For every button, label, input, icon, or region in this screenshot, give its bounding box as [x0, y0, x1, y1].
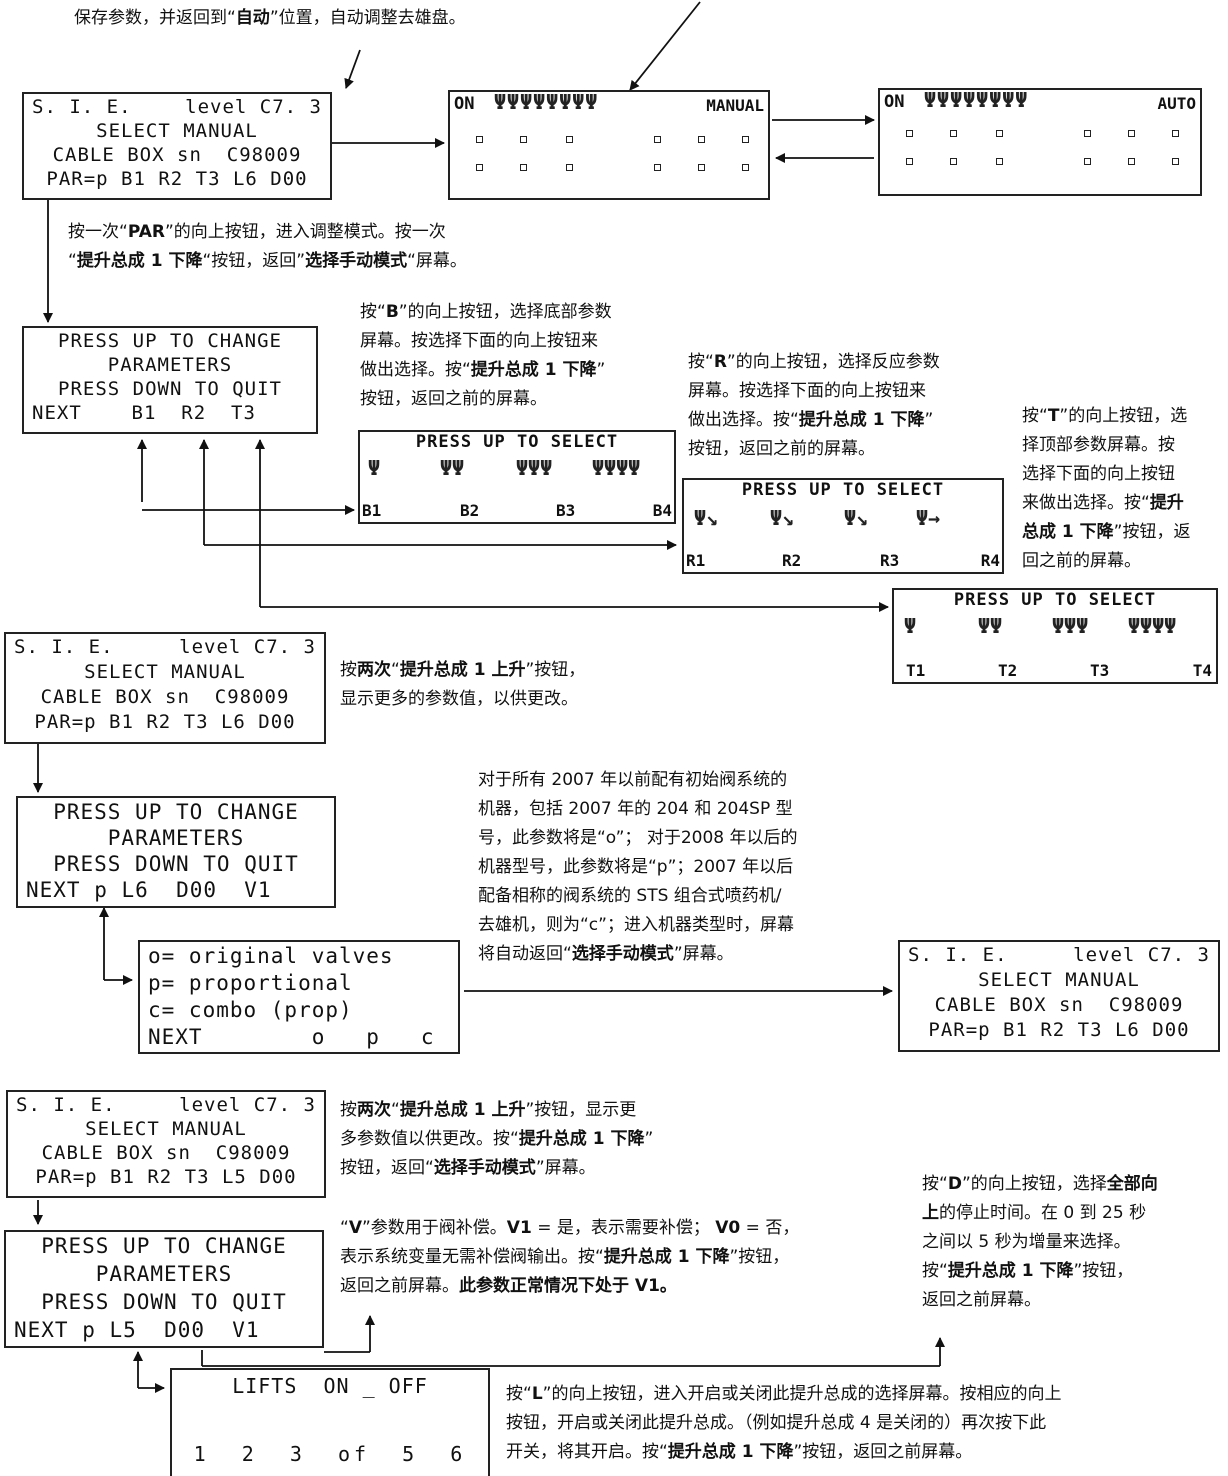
corn-icons: ΨΨΨΨΨΨΨΨ: [924, 88, 1029, 112]
select-r-screen: PRESS UP TO SELECT Ψ↘ Ψ↘ Ψ↘ Ψ→ R1 R2 R3 …: [682, 478, 1004, 574]
corn-t4-icon: ΨΨΨΨ: [1128, 614, 1177, 638]
corn-b2-icon: ΨΨ: [440, 456, 465, 480]
corn-b3-icon: ΨΨΨ: [516, 456, 553, 480]
lcd-valve-options: o= original valves p= proportional c= co…: [138, 940, 460, 1054]
note-r: 按“R”的向上按钮，选择反应参数 屏幕。按选择下面的向上按钮来 做出选择。按“提…: [688, 352, 940, 459]
lcd-select-manual-1: S. I. E.level C7. 3 SELECT MANUAL CABLE …: [22, 92, 332, 200]
lcd-select-manual-3: S. I. E.level C7. 3 SELECT MANUAL CABLE …: [898, 940, 1220, 1052]
label-b1: B1: [362, 501, 382, 520]
label-t3: T3: [1090, 661, 1110, 680]
label-r1: R1: [686, 551, 706, 570]
corn-t2-icon: ΨΨ: [978, 614, 1003, 638]
label-r2: R2: [782, 551, 802, 570]
label-b4: B4: [652, 501, 672, 520]
on-label: ON: [454, 94, 475, 114]
auto-label: AUTO: [1157, 94, 1196, 113]
select-t-screen: PRESS UP TO SELECT Ψ ΨΨ ΨΨΨ ΨΨΨΨ T1 T2 T…: [892, 588, 1218, 684]
note-d: 按“D”的向上按钮，选择全部向 上的停止时间。在 0 到 25 秒 之间以 5 …: [922, 1174, 1158, 1310]
note-twice-1: 按两次“提升总成 1 上升”按钮， 显示更多的参数值，以供更改。: [340, 660, 586, 709]
note-b: 按“B”的向上按钮，选择底部参数 屏幕。按选择下面的向上按钮来 做出选择。按“提…: [360, 302, 612, 409]
label-t2: T2: [998, 661, 1018, 680]
lcd-press-up-1: PRESS UP TO CHANGE PARAMETERS PRESS DOWN…: [22, 326, 318, 434]
corn-t1-icon: Ψ: [904, 614, 917, 638]
lcd-press-up-2: PRESS UP TO CHANGE PARAMETERS PRESS DOWN…: [16, 796, 336, 908]
corn-t3-icon: ΨΨΨ: [1052, 614, 1089, 638]
corn-r4-icon: Ψ→: [916, 506, 941, 530]
corn-r1-icon: Ψ↘: [694, 506, 719, 530]
label-b3: B3: [556, 501, 576, 520]
label-t1: T1: [906, 661, 926, 680]
corn-icons: ΨΨΨΨΨΨΨΨ: [494, 90, 599, 114]
corn-b4-icon: ΨΨΨΨ: [592, 456, 641, 480]
note-valve-type: 对于所有 2007 年以前配有初始阀系统的 机器，包括 2007 年的 204 …: [478, 770, 798, 964]
lcd-select-manual-4: S. I. E.level C7. 3 SELECT MANUAL CABLE …: [6, 1090, 326, 1198]
lift-status-auto-display: ON ΨΨΨΨΨΨΨΨ AUTO: [878, 88, 1202, 196]
note-l: 按“L”的向上按钮，进入开启或关闭此提升总成的选择屏幕。按相应的向上 按钮，开启…: [506, 1384, 1062, 1462]
lcd-press-up-3: PRESS UP TO CHANGE PARAMETERS PRESS DOWN…: [4, 1230, 324, 1348]
label-r4: R4: [980, 551, 1000, 570]
label-t4: T4: [1192, 661, 1212, 680]
note-twice-2: 按两次“提升总成 1 上升”按钮，显示更 多参数值以供更改。按“提升总成 1 下…: [340, 1100, 654, 1178]
corn-r2-icon: Ψ↘: [770, 506, 795, 530]
lcd-select-manual-2: S. I. E.level C7. 3 SELECT MANUAL CABLE …: [4, 632, 326, 744]
select-b-screen: PRESS UP TO SELECT Ψ ΨΨ ΨΨΨ ΨΨΨΨ B1 B2 B…: [358, 430, 676, 524]
manual-label: MANUAL: [706, 96, 764, 115]
label-r3: R3: [880, 551, 900, 570]
corn-r3-icon: Ψ↘: [844, 506, 869, 530]
note-t: 按“T”的向上按钮，选 择顶部参数屏幕。按 选择下面的向上按钮 来做出选择。按“…: [1022, 406, 1191, 571]
label-b2: B2: [460, 501, 480, 520]
note-v: “V”参数用于阀补偿。V1 = 是，表示需要补偿； V0 = 否， 表示系统变量…: [340, 1218, 800, 1296]
lcd-lifts-on-off: LIFTS ON _ OFF 1 2 3 of 5 6: [170, 1368, 490, 1476]
corn-b1-icon: Ψ: [368, 456, 381, 480]
on-label: ON: [884, 92, 905, 112]
note-par: 按一次“PAR”的向上按钮，进入调整模式。按一次 “提升总成 1 下降“按钮，返…: [68, 222, 467, 271]
top-note: 保存参数，并返回到“自动”位置，自动调整去雄盘。: [74, 8, 466, 28]
lift-status-manual-display: ON ΨΨΨΨΨΨΨΨ MANUAL: [448, 90, 770, 200]
